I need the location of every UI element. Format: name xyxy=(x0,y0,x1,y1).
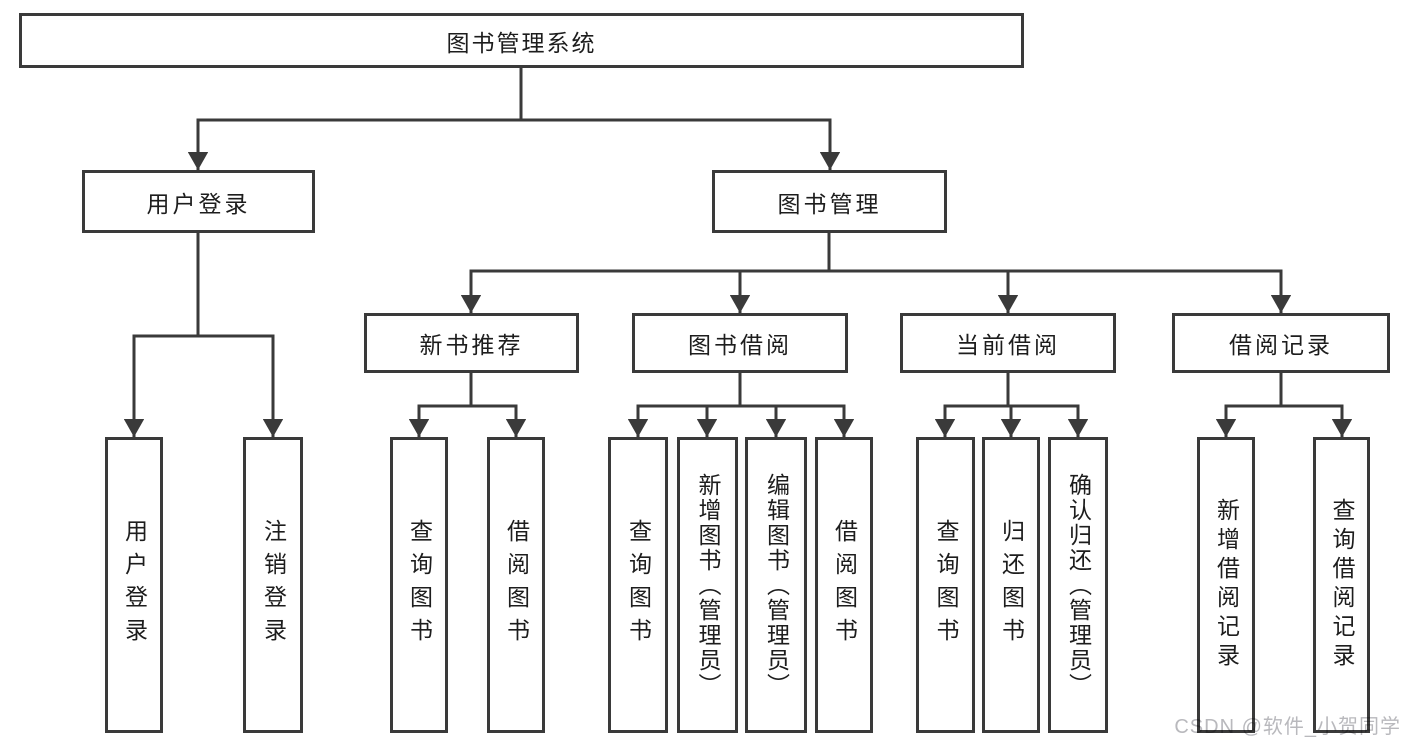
node-new-book-recommend: 新书推荐 xyxy=(364,313,579,373)
node-library-management-system: 图书管理系统 xyxy=(19,13,1024,68)
connector-segments xyxy=(132,64,1344,408)
leaf-cb-confirm-return-admin: 确认归还（管理员） xyxy=(1048,437,1108,733)
node-user-login: 用户登录 xyxy=(82,170,315,233)
leaf-bb-query-book: 查询图书 xyxy=(608,437,668,733)
leaf-rec-borrow-book: 借阅图书 xyxy=(487,437,545,733)
leaf-rec-query-book: 查询图书 xyxy=(390,437,448,733)
connector-arrows xyxy=(123,120,1353,437)
leaf-bb-borrow-book: 借阅图书 xyxy=(815,437,873,733)
leaf-br-query-record: 查询借阅记录 xyxy=(1313,437,1370,733)
leaf-cb-return-book: 归还图书 xyxy=(982,437,1040,733)
leaf-user-login: 用户登录 xyxy=(105,437,163,733)
node-current-borrowing: 当前借阅 xyxy=(900,313,1116,373)
leaf-bb-add-book-admin: 新增图书（管理员） xyxy=(677,437,738,733)
node-borrowing-records: 借阅记录 xyxy=(1172,313,1390,373)
leaf-br-add-record: 新增借阅记录 xyxy=(1197,437,1255,733)
node-book-borrowing: 图书借阅 xyxy=(632,313,848,373)
leaf-cb-query-book: 查询图书 xyxy=(916,437,975,733)
leaf-bb-edit-book-admin: 编辑图书（管理员） xyxy=(745,437,807,733)
node-book-management: 图书管理 xyxy=(712,170,947,233)
leaf-logout: 注销登录 xyxy=(243,437,303,733)
csdn-watermark: CSDN @软件_小贺同学 xyxy=(1174,716,1401,738)
